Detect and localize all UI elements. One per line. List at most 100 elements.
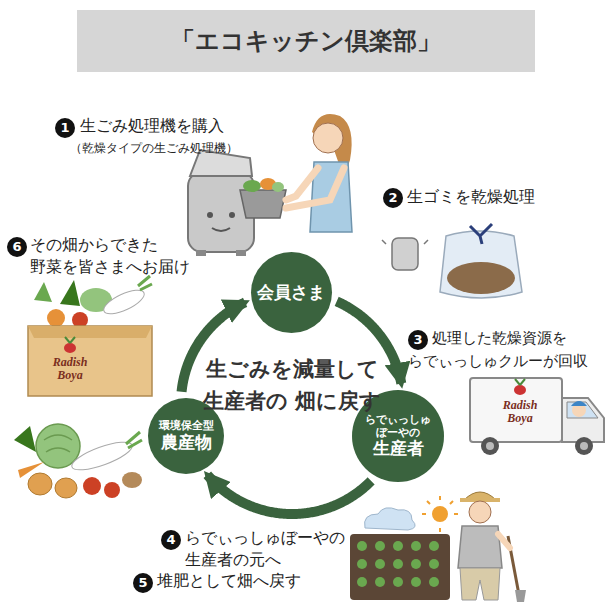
- waste-basket-part: [240, 190, 286, 218]
- vegetable-box-part: [34, 282, 52, 302]
- vegetable-box-part: [28, 326, 152, 338]
- dryer-machine-part: [196, 250, 206, 256]
- brand-logo-text: Radish Boya: [490, 399, 550, 425]
- farmer-figure: [458, 492, 526, 602]
- field-part-part: [357, 559, 367, 569]
- field-part-part: [429, 577, 439, 587]
- vegetable-heap-part: [36, 424, 80, 468]
- field-part-part: [375, 577, 385, 587]
- node-label: 生産者: [364, 438, 432, 458]
- node-text-group: 会員さま: [257, 282, 325, 302]
- collection-truck-part: [481, 437, 499, 455]
- farmer-figure-part: [469, 501, 491, 523]
- callout-number: 4: [161, 530, 181, 550]
- cloud-and-sun-part: [365, 508, 416, 530]
- center-caption: 生ごみを減量して 生産者の 畑に戻す: [192, 354, 392, 417]
- woman-figure-part: [286, 168, 344, 208]
- brand-logo-text: Radish Boya: [40, 356, 100, 382]
- collection-truck-part: [486, 442, 494, 450]
- circle-fill: [251, 252, 332, 333]
- flow-arrow: [207, 475, 371, 514]
- vegetable-heap-part: [122, 472, 142, 488]
- stage-circle: 会員さま: [251, 252, 332, 333]
- waste-basket-part: [243, 180, 261, 192]
- step-text: 処理した乾燥資源を らでぃっしゅクルーが回収: [408, 327, 603, 374]
- dry-waste-bag-part: [392, 238, 418, 270]
- vegetable-box-part: [28, 326, 152, 396]
- collection-truck-part: [580, 442, 588, 450]
- vegetable-heap-part: [28, 473, 52, 495]
- dryer-machine-part: [236, 250, 246, 256]
- node-text-group: らでぃっしゅ ぼーやの生産者: [364, 413, 432, 459]
- radish-logo-icon: [64, 337, 76, 353]
- collection-truck-part: [470, 378, 562, 442]
- vegetable-heap-part: [104, 482, 120, 498]
- field-part: [350, 534, 450, 600]
- dry-waste-bag-part: [470, 224, 492, 244]
- field-part-part: [393, 541, 403, 551]
- dryer-machine-part: [212, 228, 230, 231]
- callout-number: 6: [7, 237, 27, 257]
- radish-logo-icon: [514, 379, 526, 395]
- waste-basket-part: [272, 182, 284, 192]
- cloud-and-sun-part: [432, 506, 448, 522]
- field-part-part: [411, 559, 421, 569]
- field-part-part: [411, 541, 421, 551]
- field-part-part: [429, 541, 439, 551]
- field-part: [357, 541, 439, 587]
- vegetable-heap-part: [55, 478, 77, 498]
- node-text-group: 環境保全型農産物: [159, 419, 214, 453]
- node-label: らでぃっしゅ ぼーやの: [364, 413, 432, 438]
- step-text: その畑からできた 野菜を皆さまへお届け: [30, 234, 208, 279]
- vegetable-heap-part: [69, 437, 135, 476]
- woman-figure-part: [286, 168, 318, 200]
- field-part-part: [429, 559, 439, 569]
- dry-waste-bag-part: [447, 262, 515, 294]
- farmer-figure-part: [498, 534, 510, 548]
- callout-number: 3: [408, 330, 428, 350]
- step-text: 堆肥として畑へ戻す: [157, 570, 301, 592]
- title-text: 「エコキッチン倶楽部」: [171, 25, 441, 57]
- collection-truck-part: [575, 437, 593, 455]
- collection-truck-part: [571, 401, 587, 406]
- field-part-part: [393, 559, 403, 569]
- step-text: （乾燥タイプの生ごみ処理機）: [70, 140, 238, 157]
- dry-waste-bag-part: [382, 240, 428, 244]
- node-label: 環境保全型: [159, 419, 214, 432]
- farmer-figure-part: [458, 526, 502, 568]
- collection-truck-part: [562, 398, 604, 442]
- vegetable-heap-part: [44, 435, 72, 452]
- title-band: 「エコキッチン倶楽部」: [77, 10, 535, 72]
- collection-truck: [470, 378, 604, 455]
- collection-truck-part: [567, 402, 598, 418]
- radish-logo-icon-part: [64, 343, 76, 353]
- field-part-part: [375, 541, 385, 551]
- dryer-machine-part: [207, 212, 213, 218]
- vegetable-heap-part: [14, 426, 36, 452]
- vegetable-heap-part: [83, 477, 101, 495]
- cloud-and-sun-part-part: [422, 496, 458, 532]
- field-part-part: [357, 577, 367, 587]
- woman-figure-part: [313, 123, 343, 153]
- cloud-and-sun-part: [422, 496, 458, 532]
- vegetable-box-part: [138, 276, 152, 290]
- field-part-part: [393, 577, 403, 587]
- radish-logo-icon-part: [65, 337, 75, 343]
- dryer-machine-part: [229, 212, 235, 218]
- step-text: 生ゴミを乾燥処理: [407, 186, 535, 208]
- cloud-and-sun: [365, 496, 458, 532]
- field-part-part: [411, 577, 421, 587]
- farmer-figure-part: [460, 568, 500, 600]
- woman-figure: [286, 114, 352, 232]
- field-part-part: [357, 541, 367, 551]
- callout-number: 2: [383, 188, 403, 208]
- node-label: 農産物: [159, 432, 214, 452]
- farmer-figure-part: [515, 590, 526, 602]
- vegetable-heap-part: [18, 462, 44, 478]
- radish-logo-icon-part: [515, 379, 525, 385]
- vegetable-heap-part: [126, 432, 142, 448]
- radish-logo-icon-part: [514, 385, 526, 395]
- vegetable-box: [28, 276, 152, 396]
- callout-number: 1: [55, 118, 75, 138]
